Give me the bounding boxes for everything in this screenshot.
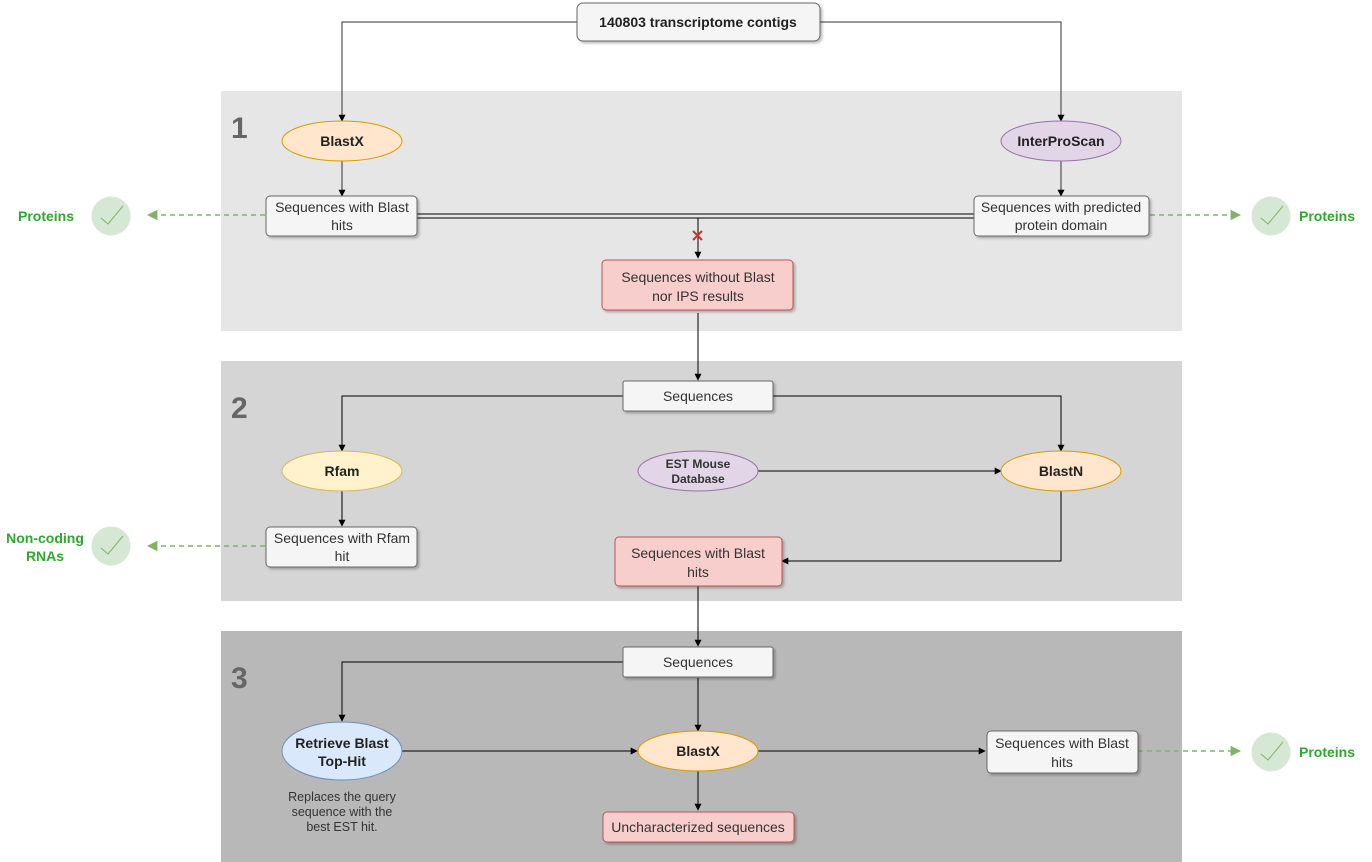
sequences-3-node[interactable] — [622, 646, 774, 678]
blast-hits-1-node[interactable] — [265, 195, 418, 237]
noncoding-line1: Non-coding — [6, 530, 84, 546]
rfam-node[interactable] — [281, 450, 403, 492]
panel-3-number: 3 — [231, 662, 248, 695]
without-results-node[interactable] — [601, 259, 794, 311]
blastx-1-node[interactable] — [281, 120, 403, 162]
blast-hits-2-node[interactable] — [614, 536, 783, 587]
noncoding-line2: RNAs — [26, 548, 64, 564]
blastx-1-label: BlastX — [320, 133, 364, 149]
rfam-hit-line2: hit — [335, 548, 350, 564]
panel-1-number: 1 — [231, 112, 248, 145]
blastn-label: BlastN — [1039, 463, 1083, 479]
check-icon-mark — [100, 205, 124, 225]
predicted-domain-node[interactable] — [973, 195, 1150, 237]
rfam-hit-line1: Sequences with Rfam — [274, 530, 410, 546]
check-icon — [91, 526, 131, 566]
predicted-domain-line2: protein domain — [1015, 217, 1108, 233]
contigs-label: 140803 transcriptome contigs — [599, 14, 797, 30]
est-database-node[interactable] — [637, 450, 759, 492]
proteins-right-label: Proteins — [1299, 208, 1355, 224]
without-results-line2: nor IPS results — [652, 288, 744, 304]
contigs-node[interactable] — [576, 2, 821, 42]
proteins-3-label: Proteins — [1299, 744, 1355, 760]
predicted-domain-line1: Sequences with predicted — [981, 199, 1141, 215]
sequences-2-label: Sequences — [663, 388, 733, 404]
rfam-hit-node[interactable] — [265, 526, 418, 568]
retrieve-note-line3: best EST hit. — [306, 820, 377, 834]
check-icon-mark — [1260, 205, 1284, 225]
edge-contigs-blastx — [338, 21, 577, 122]
retrieve-note-line2: sequence with the — [292, 805, 393, 819]
rfam-label: Rfam — [324, 463, 359, 479]
edge-contigs-interproscan — [820, 21, 1065, 122]
retrieve-tophit-node[interactable] — [281, 721, 403, 781]
blastn-node[interactable] — [1000, 450, 1122, 492]
interproscan-node[interactable] — [1000, 120, 1122, 162]
retrieve-tophit-line1: Retrieve Blast — [295, 735, 389, 751]
retrieve-tophit-line2: Top-Hit — [318, 753, 366, 769]
retrieve-note-line1: Replaces the query — [288, 790, 396, 804]
check-icon — [91, 196, 131, 236]
edge-blastn-hits — [781, 491, 1062, 565]
sequences-3-label: Sequences — [663, 654, 733, 670]
est-database-line1: EST Mouse — [666, 457, 731, 471]
uncharacterized-node[interactable] — [602, 811, 795, 843]
blast-hits-3-line2: hits — [1051, 754, 1073, 770]
panel-2-number: 2 — [231, 392, 248, 425]
blastx-3-node[interactable] — [637, 730, 759, 772]
cross-icon — [692, 230, 703, 241]
interproscan-label: InterProScan — [1017, 133, 1104, 149]
blast-hits-3-node[interactable] — [986, 730, 1139, 774]
est-database-line2: Database — [671, 472, 725, 486]
edge-seq3-retrieve — [338, 661, 623, 722]
check-icon-mark — [1260, 741, 1284, 761]
check-icon — [1251, 196, 1291, 236]
sequences-2-node[interactable] — [622, 380, 774, 412]
blast-hits-2-line2: hits — [687, 564, 709, 580]
blast-hits-1-line1: Sequences with Blast — [275, 199, 409, 215]
blast-hits-3-line1: Sequences with Blast — [995, 735, 1129, 751]
proteins-left-label: Proteins — [18, 208, 74, 224]
blast-hits-1-line2: hits — [331, 217, 353, 233]
blast-hits-2-line1: Sequences with Blast — [631, 545, 765, 561]
check-icon — [1251, 732, 1291, 772]
edge-seq2-blastn — [773, 395, 1065, 452]
check-icon-mark — [100, 535, 124, 555]
edge-seq2-rfam — [338, 395, 623, 452]
blastx-3-label: BlastX — [676, 743, 720, 759]
without-results-line1: Sequences without Blast — [621, 269, 774, 285]
uncharacterized-label: Uncharacterized sequences — [611, 819, 785, 835]
